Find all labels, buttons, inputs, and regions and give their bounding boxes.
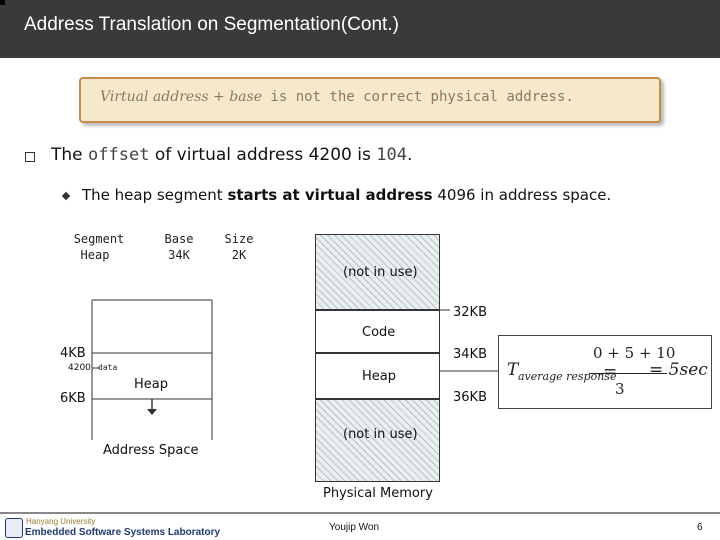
physical-not-in-use-bottom [315, 399, 440, 482]
label-4200: 4200 [68, 363, 91, 373]
callout-text: Virtual address + base is not the correc… [100, 89, 574, 105]
table-cell-size: 2K [231, 248, 247, 262]
footer-university: Hanyang University [26, 517, 96, 526]
table-header-size: Size [224, 232, 254, 246]
address-space-caption: Address Space [103, 443, 199, 458]
callout-rest: is not the correct physical address. [261, 89, 574, 105]
physical-not-in-use-top-label: (not in use) [343, 265, 418, 280]
bullet2-pre: The heap segment [82, 186, 228, 204]
bullet2-post: 4096 in address space. [432, 186, 612, 204]
address-space-arrow-head [147, 409, 157, 415]
physical-not-in-use-bottom-label: (not in use) [343, 427, 418, 442]
physical-heap-label: Heap [362, 369, 396, 384]
table-cell-heap: Heap [80, 248, 110, 262]
bullet1-pre: The [51, 145, 89, 165]
bullet-offset: The offset of virtual address 4200 is 10… [51, 145, 412, 165]
table-header-segment: Segment [73, 232, 125, 246]
physical-not-in-use-top [315, 234, 440, 310]
label-data: data [98, 363, 118, 372]
slide-title: Address Translation on Segmentation(Cont… [24, 14, 399, 35]
address-space-heap-label: Heap [134, 377, 168, 392]
label-6kb: 6KB [60, 391, 86, 406]
footer-lab: Embedded Software Systems Laboratory [25, 527, 221, 538]
formula-box: T average response = 0 + 5 + 10 3 = 5sec [498, 335, 712, 409]
physical-heap-block [315, 353, 440, 399]
physical-code-label: Code [362, 325, 396, 340]
formula-denominator: 3 [615, 380, 625, 398]
label-32kb: 32KB [453, 305, 487, 320]
corner-mark [0, 0, 5, 5]
page-number: 6 [697, 522, 703, 533]
table-header-base: Base [164, 232, 194, 246]
label-34kb: 34KB [453, 347, 487, 362]
footer-author: Youjip Won [329, 522, 380, 533]
bullet1-code-104: 104 [376, 145, 407, 165]
formula-lhs: T [507, 360, 519, 380]
physical-memory-caption: Physical Memory [323, 486, 433, 501]
formula-fraction-bar [589, 373, 667, 374]
bullet2-mid: starts at virtual address [227, 186, 433, 204]
formula-equals: = [603, 362, 618, 382]
university-logo-icon [5, 518, 23, 538]
bullet1-mid: of virtual address 4200 is [149, 145, 377, 165]
label-4kb: 4KB [60, 346, 86, 361]
square-bullet-icon [25, 152, 35, 162]
table-cell-base: 34K [168, 248, 190, 262]
bullet1-post: . [406, 145, 413, 165]
formula-rhs: = 5sec [649, 360, 708, 380]
address-space-heap-box [91, 352, 213, 400]
formula-numerator: 0 + 5 + 10 [593, 344, 676, 362]
formula-lhs-sub: average response [518, 370, 617, 383]
callout-italic: Virtual address + base [100, 89, 262, 105]
title-bar [0, 0, 720, 58]
physical-code-block [315, 310, 440, 353]
bullet-heap-start: The heap segment starts at virtual addre… [82, 186, 611, 204]
bullet1-code-offset: offset [88, 145, 150, 165]
label-36kb: 36KB [453, 390, 487, 405]
footer-divider [0, 512, 720, 514]
callout-box [79, 77, 661, 123]
